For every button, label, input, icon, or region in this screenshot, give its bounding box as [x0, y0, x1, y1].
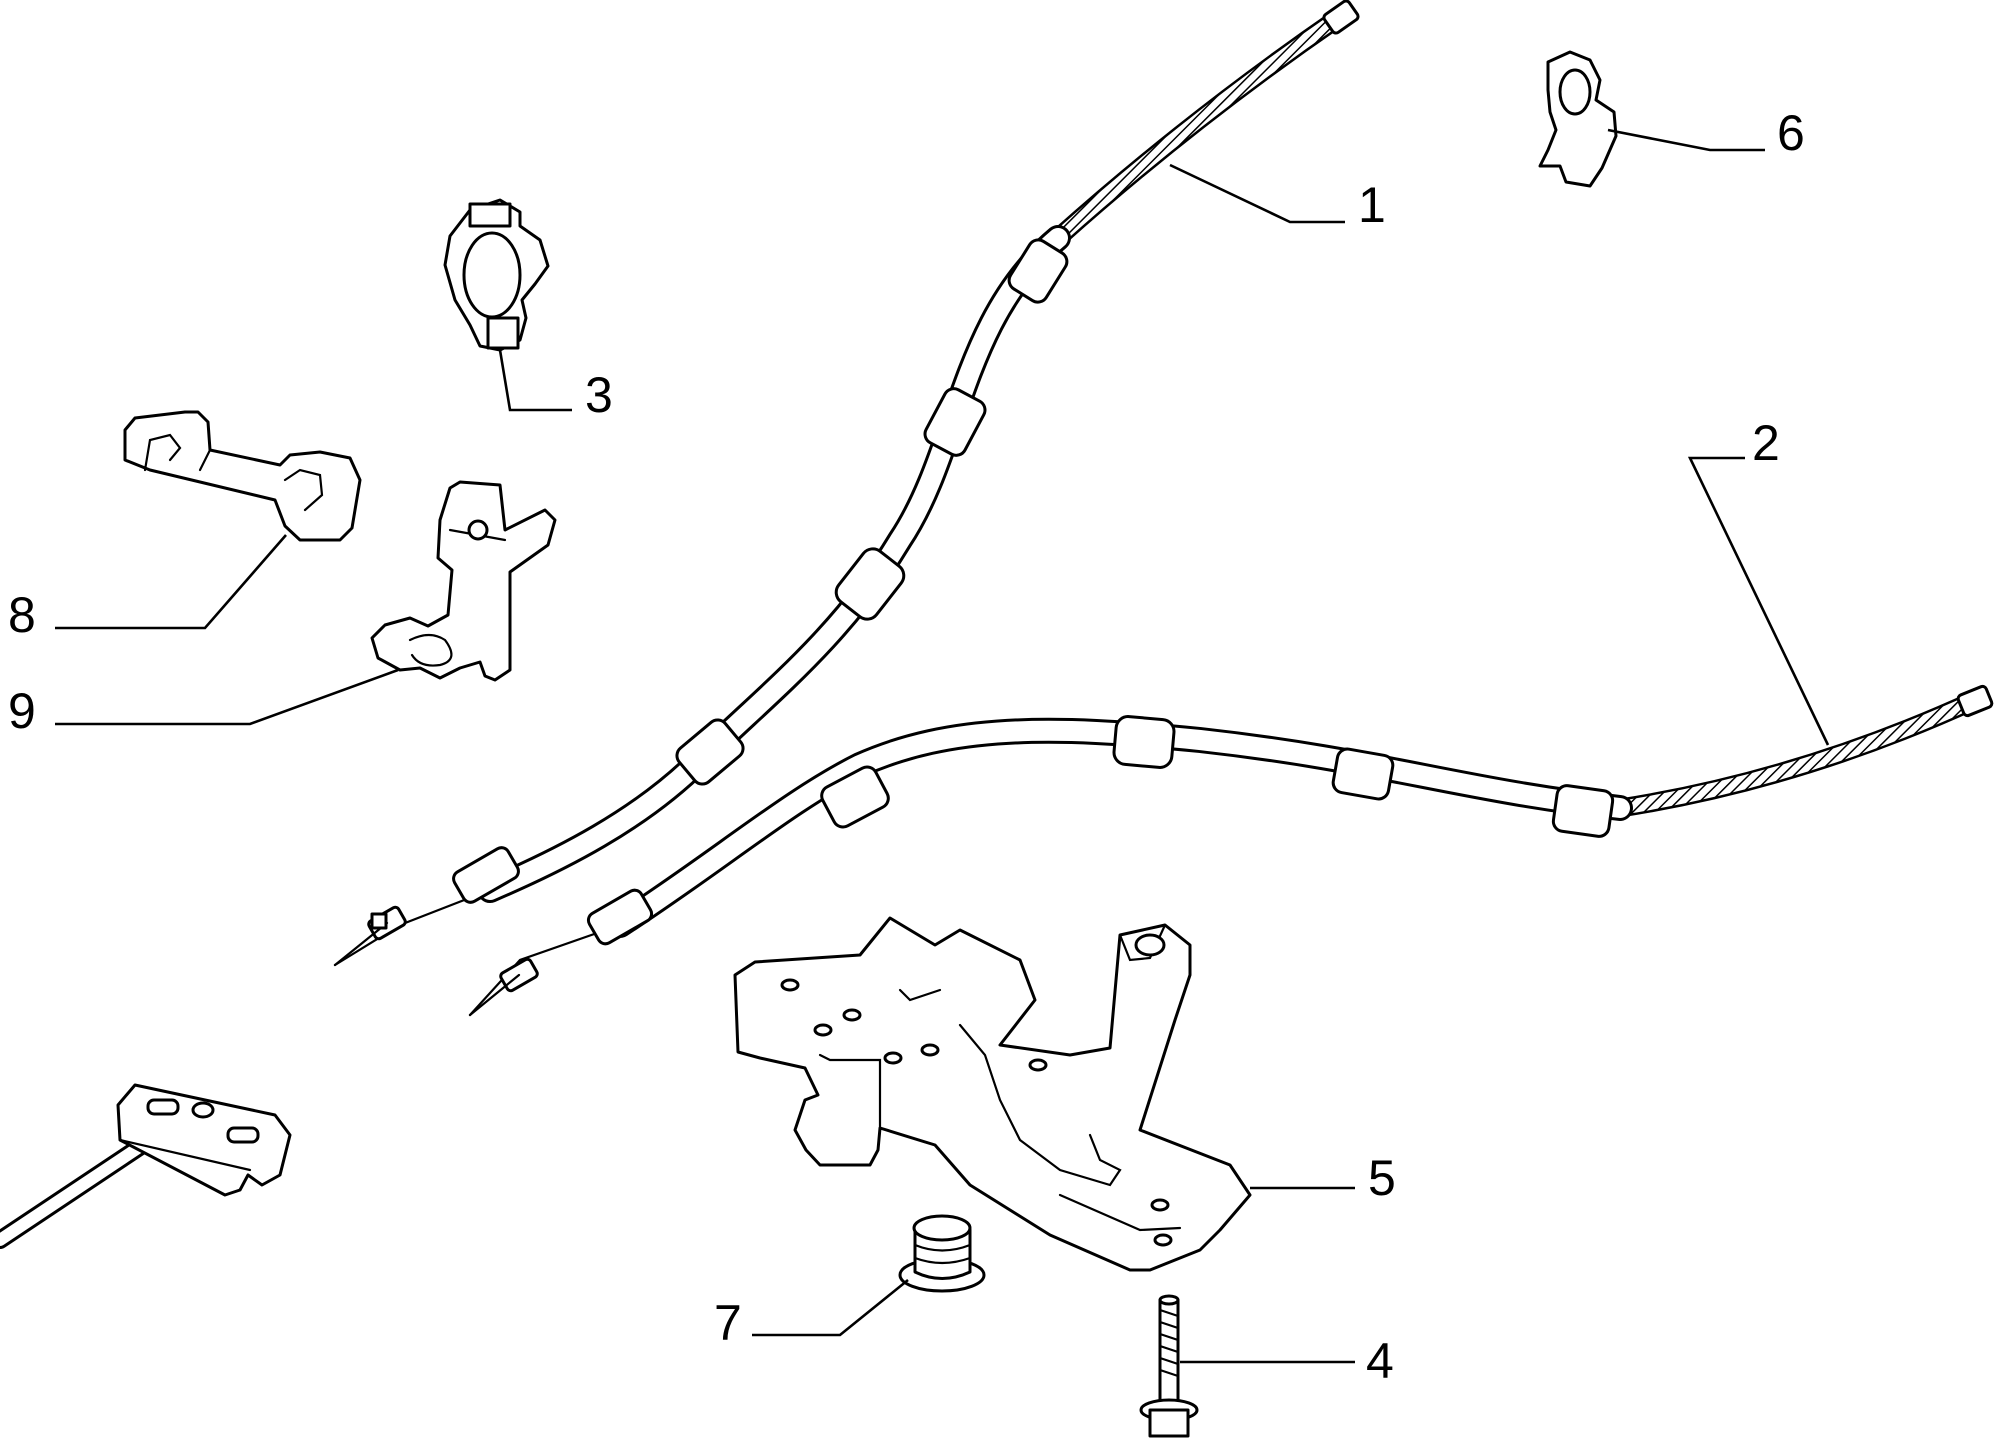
lever-bracket-5: [733, 916, 1252, 1272]
bracket-9: [370, 480, 557, 682]
callout-2: 2: [1752, 415, 1780, 471]
callout-7: 7: [714, 1295, 742, 1351]
callout-numbers: 1 2 3 4 5 6 7 8 9: [8, 105, 1805, 1389]
callout-4: 4: [1366, 1333, 1394, 1389]
cable-2: [468, 684, 1994, 1017]
cable-1: [333, 0, 1360, 967]
bracket-8: [123, 410, 362, 542]
callout-6: 6: [1777, 105, 1805, 161]
callout-9: 9: [8, 683, 36, 739]
callout-1: 1: [1358, 177, 1386, 233]
bolt-4: [1139, 1294, 1199, 1438]
cable-clip-3: [443, 198, 550, 352]
rubber-plug-7: [898, 1214, 986, 1293]
callout-3: 3: [585, 367, 613, 423]
cable-end-block: [0, 1083, 292, 1249]
cable-clip-6: [1538, 50, 1618, 188]
callout-5: 5: [1368, 1150, 1396, 1206]
leader-lines: [55, 128, 1830, 1364]
callout-8: 8: [8, 587, 36, 643]
